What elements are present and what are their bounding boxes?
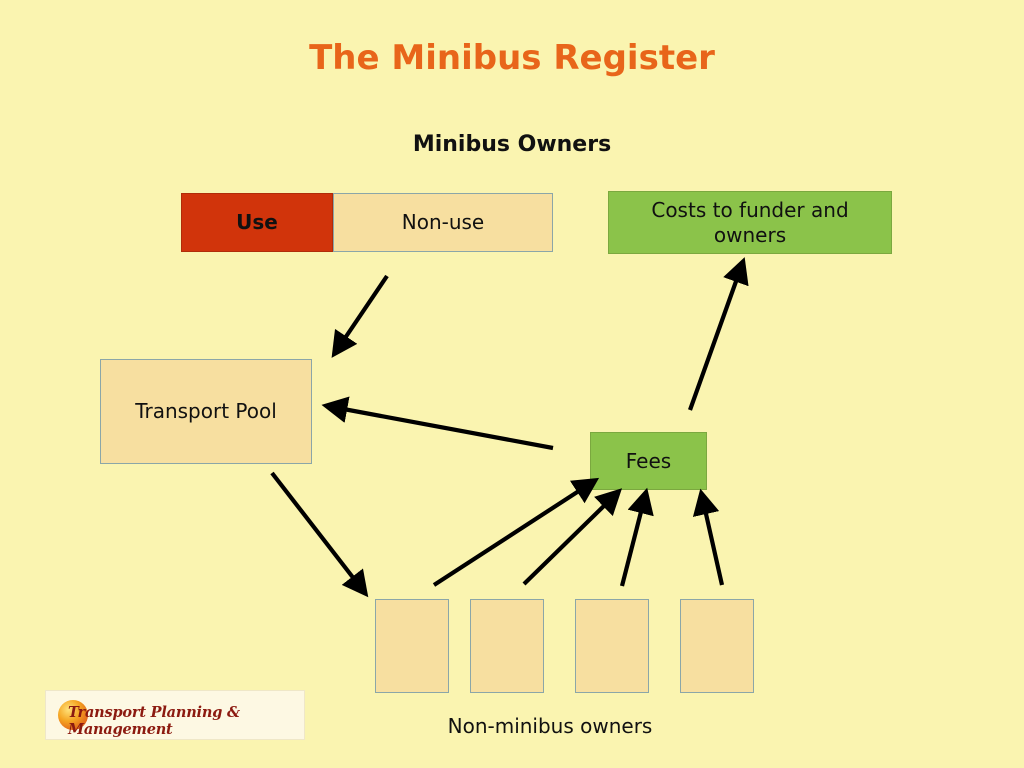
box-non-minibus-owner-3[interactable] — [575, 599, 649, 693]
arrow-owner-5-to-fees — [692, 488, 725, 586]
box-costs-to-funder-and-owners[interactable]: Costs to funder and owners — [608, 191, 892, 254]
arrow-owner-4-to-fees — [619, 487, 654, 587]
logo: Transport Planning & Management — [45, 690, 305, 740]
box-non-use[interactable]: Non-use — [333, 193, 553, 252]
box-use[interactable]: Use — [181, 193, 333, 252]
arrow-owner-2-to-fees — [432, 477, 600, 587]
arrow-owner-3-to-fees — [522, 488, 623, 586]
box-transport-pool[interactable]: Transport Pool — [100, 359, 312, 464]
box-non-minibus-owner-1[interactable] — [375, 599, 449, 693]
box-non-minibus-owner-2[interactable] — [470, 599, 544, 693]
box-non-minibus-owner-4[interactable] — [680, 599, 754, 693]
logo-sphere-icon — [58, 700, 88, 730]
caption-non-minibus-owners: Non-minibus owners — [447, 714, 653, 738]
arrow-fees-to-costs — [688, 257, 749, 411]
box-fees[interactable]: Fees — [590, 432, 707, 490]
use-nonuse-group: Use Non-use — [181, 193, 553, 252]
section-heading-minibus-owners: Minibus Owners — [412, 132, 612, 157]
arrow-fees-to-transport-pool — [321, 396, 554, 451]
arrow-nonuse-to-transport-pool — [331, 274, 389, 358]
page-title: The Minibus Register — [309, 38, 715, 78]
arrow-transport-pool-to-owner-1 — [270, 471, 369, 598]
logo-text: Transport Planning & Management — [68, 704, 240, 738]
